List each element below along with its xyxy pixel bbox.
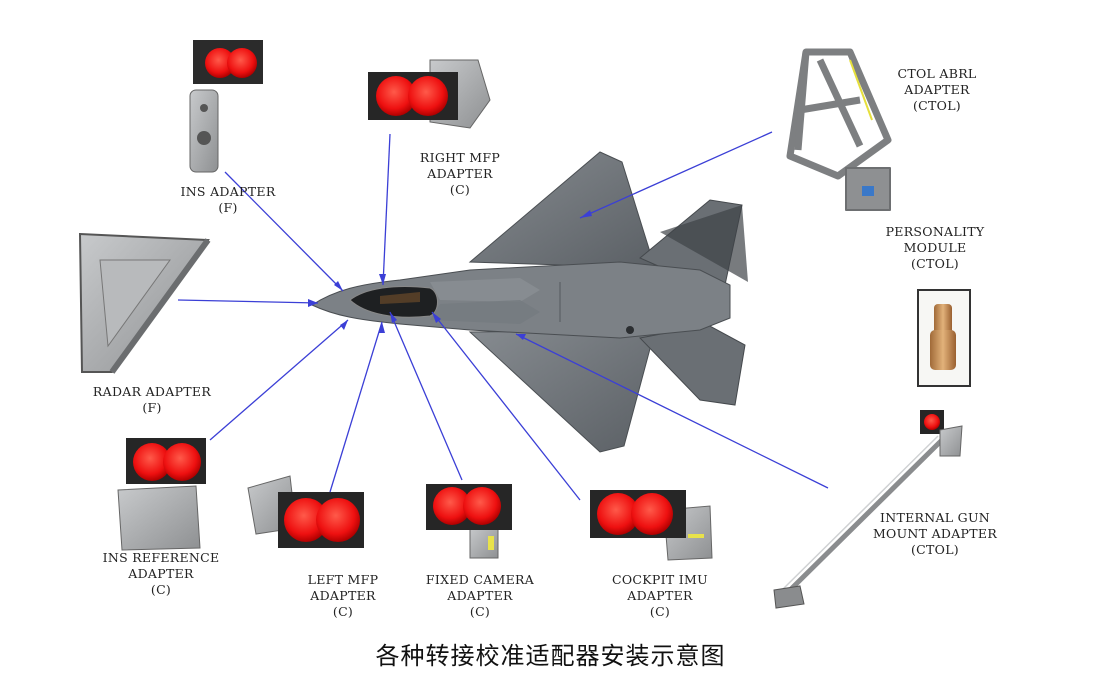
label-ctol-abrl: CTOL ABRL ADAPTER (CTOL) [882,66,992,114]
label-cockpit-imu-line2: ADAPTER [627,588,693,603]
leader-internal-gun [515,333,829,489]
label-left-mfp-line1: LEFT MFP [307,572,379,587]
internal-gun-mount-adapter-image [773,410,963,609]
label-right-mfp-line2: ADAPTER [427,166,493,181]
ctol-abrl-adapter-image [786,48,892,211]
label-radar-adapter-name: RADAR ADAPTER [92,384,212,399]
figure-caption: 各种转接校准适配器安装示意图 [375,642,726,670]
label-cockpit-imu-line1: COCKPIT IMU [612,572,708,587]
label-radar-adapter: RADAR ADAPTER (F) [82,384,222,416]
label-ctol-abrl-line1: CTOL ABRL [897,66,977,81]
ins-reference-adapter-image [117,438,206,551]
label-cockpit-imu-config: (C) [649,604,671,619]
leader-ins-adapter [224,171,344,292]
label-ins-adapter: INS ADAPTER (F) [168,184,288,216]
leader-arrowheads [308,210,592,340]
label-ins-adapter-config: (F) [218,200,238,215]
leader-lines [177,131,829,501]
cockpit-imu-adapter-image [590,490,713,561]
label-ctol-abrl-config: (CTOL) [912,98,961,113]
label-internal-gun-line1: INTERNAL GUN [879,510,991,525]
leader-left-mfp [329,321,383,493]
label-ins-reference-line2: ADAPTER [128,566,194,581]
right-mfp-adapter-image [368,59,491,129]
label-right-mfp-config: (C) [449,182,471,197]
leader-fixed-camera [389,311,463,481]
ins-adapter-image [189,40,263,173]
radar-adapter-image [78,232,211,374]
leader-ins-reference [209,319,349,441]
label-internal-gun-line2: MOUNT ADAPTER [872,526,998,541]
leader-radar [177,299,319,304]
aircraft-illustration [310,151,748,453]
left-mfp-adapter-image [247,475,364,548]
label-ins-reference: INS REFERENCE ADAPTER (C) [96,550,226,598]
label-ins-reference-line1: INS REFERENCE [102,550,220,565]
fixed-camera-adapter-image [426,484,512,559]
label-personality-module-config: (CTOL) [910,256,959,271]
label-cockpit-imu: COCKPIT IMU ADAPTER (C) [600,572,720,620]
label-right-mfp: RIGHT MFP ADAPTER (C) [400,150,520,198]
label-left-mfp: LEFT MFP ADAPTER (C) [288,572,398,620]
personality-module-image [917,289,971,387]
leader-right-mfp [382,133,391,286]
label-radar-adapter-config: (F) [142,400,162,415]
label-ctol-abrl-line2: ADAPTER [904,82,970,97]
label-internal-gun: INTERNAL GUN MOUNT ADAPTER (CTOL) [870,510,1000,558]
label-personality-module: PERSONALITY MODULE (CTOL) [880,224,990,272]
label-ins-reference-config: (C) [150,582,172,597]
label-personality-module-line2: MODULE [903,240,967,255]
label-fixed-camera: FIXED CAMERA ADAPTER (C) [414,572,546,620]
label-fixed-camera-line2: ADAPTER [447,588,513,603]
label-personality-module-line1: PERSONALITY [885,224,985,239]
label-ins-adapter-name: INS ADAPTER [180,184,276,199]
label-fixed-camera-line1: FIXED CAMERA [425,572,535,587]
leader-cockpit-imu [431,311,581,501]
label-left-mfp-line2: ADAPTER [310,588,376,603]
label-fixed-camera-config: (C) [469,604,491,619]
label-left-mfp-config: (C) [332,604,354,619]
label-right-mfp-line1: RIGHT MFP [419,150,501,165]
leader-ctol-abrl [579,131,773,219]
label-internal-gun-config: (CTOL) [910,542,959,557]
